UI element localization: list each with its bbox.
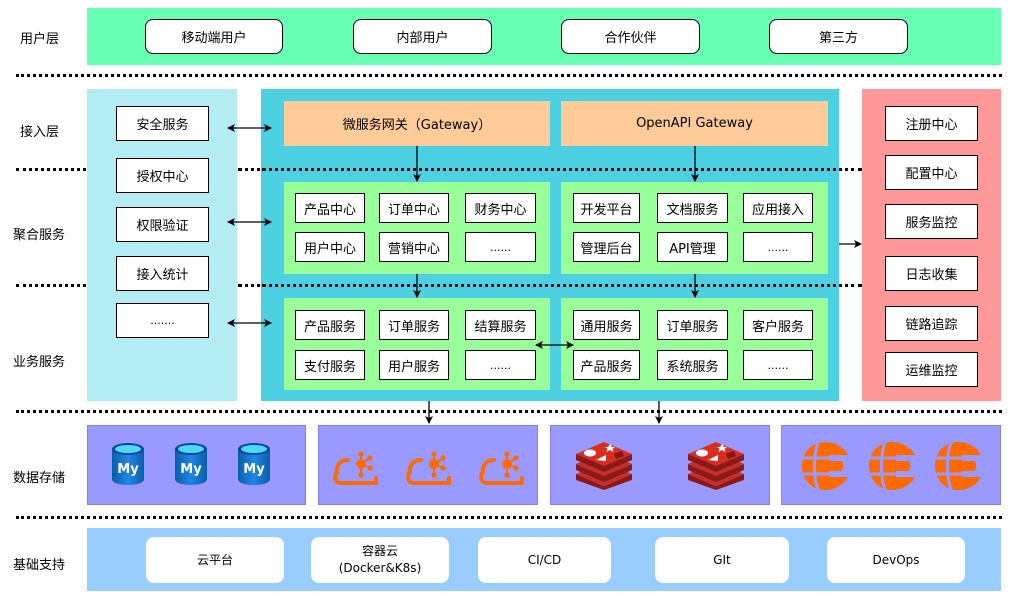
- cloud-cluster-icon: [332, 450, 378, 486]
- log-collection[interactable]: 日志收集: [885, 256, 978, 291]
- infra-cicd[interactable]: CI/CD: [478, 537, 611, 583]
- user-third-party[interactable]: 第三方: [769, 19, 908, 54]
- aggregate-product-center[interactable]: 产品中心: [295, 193, 365, 223]
- business-settlement-service[interactable]: 结算服务: [465, 310, 536, 340]
- elasticsearch-icon: [868, 441, 916, 491]
- cloud-cluster-icon: [478, 450, 524, 486]
- openapi-gateway[interactable]: OpenAPI Gateway: [561, 101, 828, 146]
- redis-icon: [574, 440, 634, 490]
- separator-user: [16, 74, 1002, 77]
- separator-business: [16, 410, 1002, 413]
- governance-panel: [862, 89, 1001, 401]
- config-center[interactable]: 配置中心: [885, 155, 978, 190]
- infra-container-cloud[interactable]: 容器云 (Docker&K8s): [311, 537, 449, 583]
- left-more[interactable]: .......: [116, 303, 209, 338]
- access-statistics[interactable]: 接入统计: [116, 256, 209, 291]
- mysql-database-icon: My: [173, 441, 209, 487]
- infra-devops[interactable]: DevOps: [827, 537, 965, 583]
- layer-label-user: 用户层: [20, 32, 60, 47]
- layer-label-storage: 数据存储: [13, 471, 66, 486]
- separator-center-access: [262, 168, 862, 171]
- security-service[interactable]: 安全服务: [116, 106, 209, 141]
- user-partner[interactable]: 合作伙伴: [561, 19, 700, 54]
- aggregate-order-center[interactable]: 订单中心: [379, 193, 449, 223]
- ops-monitoring[interactable]: 运维监控: [885, 352, 978, 387]
- aggregate-left-more[interactable]: ......: [465, 232, 536, 262]
- mysql-database-icon: My: [110, 441, 146, 487]
- business-common-service[interactable]: 通用服务: [573, 310, 640, 340]
- infra-container-cloud-title: 容器云: [361, 544, 398, 558]
- svg-text:My: My: [243, 462, 265, 477]
- permission-verify[interactable]: 权限验证: [116, 207, 209, 242]
- separator-aggregate-left: [16, 284, 86, 287]
- business-system-service[interactable]: 系统服务: [657, 350, 728, 380]
- business-product-service[interactable]: 产品服务: [295, 310, 365, 340]
- registry-center[interactable]: 注册中心: [885, 106, 978, 141]
- separator-storage: [16, 516, 1002, 519]
- infra-cloud-platform[interactable]: 云平台: [146, 537, 284, 583]
- aggregate-admin-console[interactable]: 管理后台: [573, 232, 640, 262]
- elasticsearch-icon: [801, 441, 849, 491]
- layer-label-business: 业务服务: [13, 355, 66, 370]
- layer-label-aggregate: 聚合服务: [13, 228, 66, 243]
- svg-text:My: My: [180, 462, 202, 477]
- cloud-cluster-icon: [405, 450, 451, 486]
- user-internal[interactable]: 内部用户: [353, 19, 492, 54]
- business-order-service[interactable]: 订单服务: [379, 310, 449, 340]
- business-product-service-2[interactable]: 产品服务: [573, 350, 640, 380]
- aggregate-user-center[interactable]: 用户中心: [295, 232, 365, 262]
- separator-center-aggregate: [262, 284, 862, 287]
- business-left-more[interactable]: ......: [465, 350, 536, 380]
- infra-git[interactable]: GIt: [655, 537, 789, 583]
- storage-cloud-group: [318, 425, 538, 505]
- business-customer-service[interactable]: 客户服务: [743, 310, 813, 340]
- aggregate-api-management[interactable]: API管理: [657, 232, 728, 262]
- layer-label-access: 接入层: [20, 125, 60, 140]
- mysql-database-icon: My: [236, 441, 272, 487]
- user-mobile[interactable]: 移动端用户: [145, 19, 283, 54]
- aggregate-finance-center[interactable]: 财务中心: [465, 193, 536, 223]
- security-panel: [87, 89, 237, 401]
- redis-icon: [686, 440, 746, 490]
- business-right-more[interactable]: ......: [743, 350, 813, 380]
- micro-gateway[interactable]: 微服务网关（Gateway）: [284, 101, 550, 146]
- aggregate-app-access[interactable]: 应用接入: [743, 193, 813, 223]
- service-monitoring[interactable]: 服务监控: [885, 204, 978, 239]
- auth-center[interactable]: 授权中心: [116, 158, 209, 193]
- trace-tracking[interactable]: 链路追踪: [885, 306, 978, 341]
- elasticsearch-icon: [934, 441, 982, 491]
- aggregate-doc-service[interactable]: 文档服务: [657, 193, 728, 223]
- svg-text:My: My: [117, 462, 139, 477]
- business-payment-service[interactable]: 支付服务: [295, 350, 365, 380]
- separator-access-left: [16, 168, 86, 171]
- business-user-service[interactable]: 用户服务: [379, 350, 449, 380]
- aggregate-dev-platform[interactable]: 开发平台: [573, 193, 640, 223]
- aggregate-right-more[interactable]: ......: [743, 232, 813, 262]
- business-order-service-2[interactable]: 订单服务: [657, 310, 728, 340]
- aggregate-marketing-center[interactable]: 营销中心: [379, 232, 449, 262]
- infra-container-cloud-subtitle: (Docker&K8s): [338, 561, 422, 575]
- layer-label-infra: 基础支持: [13, 558, 66, 573]
